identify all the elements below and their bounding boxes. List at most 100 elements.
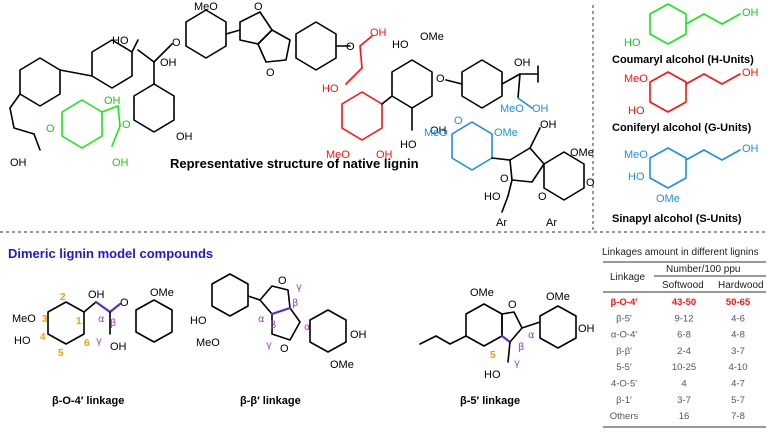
table-col-hard: Hardwood [718,280,764,291]
ring-bb-furan-a [259,285,291,315]
b5-oh: OH [578,323,595,335]
ring-bo4-a [47,301,85,345]
svg-text:β: β [518,342,524,353]
bb-o-top: O [278,275,287,287]
coumaryl-oh: OH [742,7,759,19]
bb-oh: OH [350,329,367,341]
ring-bb-a [211,273,249,317]
table-cell-softwood: 9-12 [674,313,693,324]
svg-text:5: 5 [58,348,64,359]
monomer-sinapyl: MeO HO OMe OH Sinapyl alcohol (S-Units) [612,143,759,225]
svg-text:β: β [110,318,116,329]
sinapyl-label: Sinapyl alcohol (S-Units) [612,213,742,225]
svg-text:α: α [304,322,311,333]
atom-o-left: O [46,123,55,135]
atom-o-pino-bottom: O [266,67,275,79]
table-cell-softwood: 4 [681,379,686,390]
b5-o: O [508,299,517,311]
dimer-beta-beta: HO MeO O O α β β γ γ α OH OMe β-β′ linka… [190,273,367,407]
table-cell-hardwood: 7-8 [731,411,745,422]
atom-oh-left: OH [10,157,27,169]
ring-dienone [543,151,585,201]
caption-b5: β-5′ linkage [460,395,520,407]
sinapyl-ho: HO [628,171,645,183]
bb-ho: HO [190,315,207,327]
bo4-ome: OMe [150,287,174,299]
table-cell-softwood: 16 [679,411,690,422]
atom-ome-black: OMe [420,31,444,43]
sinapyl-meo: MeO [624,149,648,161]
ring-s-unit-blue [451,121,493,171]
table-col-soft: Softwood [662,280,704,291]
atom-o-bottom: O [538,191,547,203]
bo4-o: O [120,297,129,309]
native-lignin-title: Representative structure of native ligni… [170,156,419,171]
ring-right-black [461,59,503,109]
atom-o-spiro: O [500,173,509,185]
svg-text:5: 5 [490,350,496,361]
table-cell-hardwood: 4-10 [728,362,747,373]
bo4-oh-gamma: OH [110,341,127,353]
table-cell-linkage: β-O-4′ [610,297,638,308]
coniferyl-meo: MeO [624,73,648,85]
atom-ho-red: HO [322,83,339,95]
table-col-linkage: Linkage [610,272,645,283]
coniferyl-oh: OH [742,67,759,79]
atom-oh-green-top: OH [104,95,121,107]
table-cell-softwood: 10-25 [672,362,696,373]
native-lignin-structure: OH O OH OH O OH HO OH O MeO O O O [9,1,595,229]
linkage-table: Linkages amount in different lignins Lin… [602,247,766,428]
ring-h-unit [61,99,103,149]
svg-text:2: 2 [60,292,66,303]
atom-oh-green-bottom: OH [112,157,129,169]
atom-meo-blue-right: MeO [500,103,524,115]
atom-oh-center-left: OH [176,131,193,143]
atom-ar-1: Ar [496,217,507,229]
atom-oh-red-top: OH [370,27,387,39]
sinapyl-oh: OH [742,143,759,155]
atom-oh-blue-right: OH [532,103,549,115]
table-cell-softwood: 6-8 [677,330,691,341]
atom-o-green: O [122,119,131,131]
bo4-ho: HO [14,335,31,347]
atom-meo-red: MeO [326,149,350,161]
atom-o-top: O [172,37,181,49]
table-cell-linkage: β-5′ [616,313,632,324]
caption-bo4: β-O-4′ linkage [52,395,124,407]
atom-oh-right: OH [514,57,531,69]
table-cell-hardwood: 3-7 [731,346,745,357]
ring-bo4-b [135,299,173,343]
atom-ho-black-2: HO [400,139,417,151]
atom-ho-black: HO [392,39,409,51]
table-cell-linkage: β-β′ [616,346,632,357]
atom-oh-black-2: OH [430,125,447,137]
table-cell-linkage: α-O-4′ [611,330,637,341]
atom-meo-top: MeO [194,1,218,13]
table-cell-hardwood: 4-8 [731,330,745,341]
svg-text:γ: γ [96,336,102,347]
coumaryl-ho: HO [624,37,641,49]
bb-meo: MeO [196,337,220,349]
ring-b5-b [539,305,577,349]
table-cell-linkage: Others [610,411,639,422]
bo4-meo: MeO [12,313,36,325]
ring-center-left [133,83,175,133]
dimer-section-title: Dimeric lignin model compounds [8,246,213,261]
ring-bb-b [309,309,347,353]
svg-text:α: α [258,314,265,325]
b5-ho: HO [484,369,501,381]
dimer-beta-o-4: MeO HO 2 3 4 5 6 1 OH α β γ OH O OMe β-O… [12,287,174,407]
ring-left-upper [91,39,133,89]
caption-bb: β-β′ linkage [240,395,301,407]
ring-left-top [19,57,61,107]
ring-b5-a [465,303,503,347]
dimer-beta-5: OMe O 5 β α γ HO OMe OH β-5′ linkage [419,287,595,407]
atom-o-dienone: O [586,177,595,189]
bb-o-bottom: O [280,343,289,355]
svg-text:3: 3 [42,314,48,325]
table-cell-hardwood: 4-6 [731,313,745,324]
atom-oh-top-mid: OH [160,57,177,69]
bb-ome: OMe [330,359,354,371]
svg-text:γ: γ [296,282,302,293]
